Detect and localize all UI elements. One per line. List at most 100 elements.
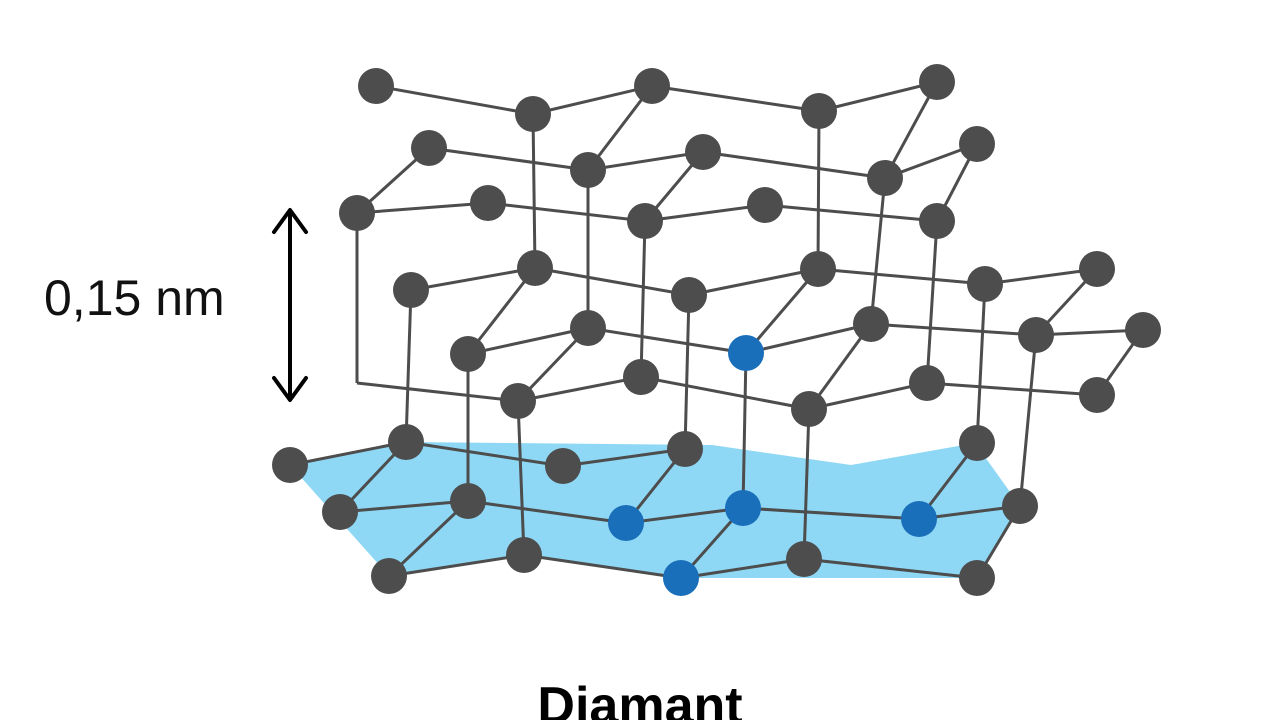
- carbon-atom: [1079, 377, 1115, 413]
- carbon-atom: [1002, 488, 1038, 524]
- bond: [975, 283, 987, 444]
- carbon-atom: [393, 272, 429, 308]
- bond: [339, 499, 469, 514]
- highlighted-carbon-atom: [901, 501, 937, 537]
- carbon-atom: [627, 203, 663, 239]
- bond: [683, 294, 691, 450]
- highlighted-carbon-atom: [663, 560, 699, 596]
- bond: [870, 322, 1037, 337]
- carbon-atom: [450, 336, 486, 372]
- bond: [745, 322, 872, 355]
- bond: [517, 375, 642, 403]
- carbon-atom: [515, 96, 551, 132]
- carbon-atom: [500, 383, 536, 419]
- carbon-atom: [470, 185, 506, 221]
- carbon-atom: [272, 447, 308, 483]
- carbon-atom: [959, 560, 995, 596]
- bond: [984, 267, 1098, 286]
- bond: [388, 553, 525, 578]
- carbon-atom: [853, 306, 889, 342]
- carbon-atom: [967, 266, 1003, 302]
- bond: [289, 440, 407, 467]
- bond: [356, 381, 519, 403]
- bond: [640, 375, 810, 411]
- bond: [534, 266, 690, 297]
- bond: [404, 289, 413, 443]
- carbon-atom: [1018, 317, 1054, 353]
- bond: [523, 553, 682, 580]
- bond: [587, 150, 704, 172]
- bond: [587, 326, 747, 355]
- bond: [516, 400, 526, 556]
- carbon-atom: [450, 483, 486, 519]
- carbon-atom: [1079, 251, 1115, 287]
- carbon-atom: [801, 93, 837, 129]
- carbon-atom: [634, 68, 670, 104]
- carbon-atom: [545, 448, 581, 484]
- bond: [644, 203, 766, 223]
- carbon-atom: [959, 425, 995, 461]
- carbon-atom: [339, 195, 375, 231]
- bond: [869, 177, 887, 325]
- carbon-atom: [388, 424, 424, 460]
- bond: [651, 84, 820, 113]
- bond: [532, 84, 653, 116]
- bond: [466, 267, 537, 355]
- carbon-atom: [623, 359, 659, 395]
- bond: [639, 220, 647, 378]
- bond: [764, 203, 938, 223]
- carbon-atom: [667, 431, 703, 467]
- carbon-atom: [800, 251, 836, 287]
- bond: [428, 146, 589, 172]
- bond: [802, 408, 811, 560]
- bond: [467, 326, 589, 356]
- bond: [1018, 334, 1038, 507]
- carbon-atom: [358, 68, 394, 104]
- carbon-atom: [747, 187, 783, 223]
- carbon-atom: [867, 160, 903, 196]
- bond: [680, 557, 805, 580]
- bond: [387, 499, 470, 578]
- carbon-atom: [919, 203, 955, 239]
- bond: [356, 201, 489, 215]
- carbon-atom: [570, 152, 606, 188]
- bond: [405, 440, 564, 468]
- bond: [625, 506, 744, 525]
- height-scale-arrow: [272, 208, 308, 402]
- carbon-atom: [411, 130, 447, 166]
- carbon-atom: [685, 134, 721, 170]
- bond: [925, 220, 939, 384]
- bond: [817, 267, 986, 286]
- carbon-atom: [959, 126, 995, 162]
- bond: [818, 80, 938, 113]
- bond: [487, 201, 646, 223]
- bond: [742, 506, 920, 521]
- bond: [702, 150, 886, 180]
- carbon-atom: [506, 537, 542, 573]
- bond: [375, 84, 534, 116]
- scale-label: 0,15 nm: [44, 270, 225, 326]
- bond: [688, 267, 819, 297]
- carbon-atom: [570, 310, 606, 346]
- bond: [410, 266, 536, 292]
- carbon-atom: [786, 541, 822, 577]
- bond: [816, 110, 821, 270]
- highlighted-atomic-plane: [290, 442, 1020, 578]
- carbon-atom: [671, 277, 707, 313]
- carbon-atom: [517, 250, 553, 286]
- bond: [531, 113, 537, 269]
- carbon-atom: [1125, 312, 1161, 348]
- carbon-atom: [791, 391, 827, 427]
- carbon-atom: [909, 365, 945, 401]
- highlighted-carbon-atom: [728, 335, 764, 371]
- bond: [562, 447, 686, 468]
- carbon-atom: [919, 64, 955, 100]
- bond: [741, 352, 748, 509]
- diagram-caption: Diamant: [537, 677, 743, 720]
- highlighted-carbon-atom: [725, 490, 761, 526]
- bond: [883, 81, 939, 179]
- carbon-atom: [322, 494, 358, 530]
- bond: [808, 381, 928, 411]
- bond: [926, 381, 1098, 397]
